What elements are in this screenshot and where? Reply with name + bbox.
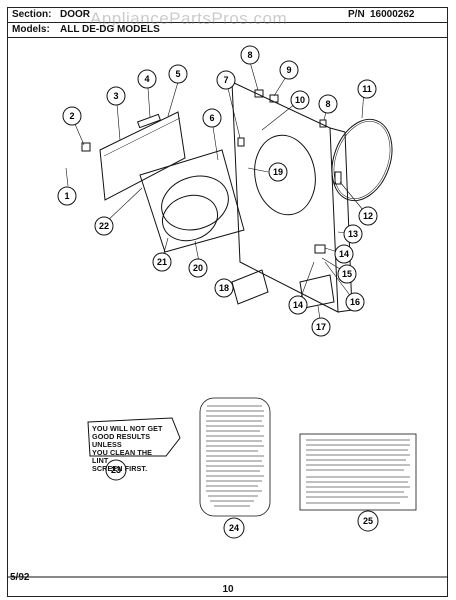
- callout-14-right: 14: [334, 244, 354, 264]
- drum-seal: [331, 118, 393, 202]
- callout-12: 12: [358, 206, 378, 226]
- door-ring: [162, 194, 218, 242]
- svg-text:5: 5: [175, 69, 180, 79]
- svg-text:13: 13: [348, 229, 358, 239]
- callout-19: 19: [268, 162, 288, 182]
- callout-14-bottom: 14: [288, 295, 308, 315]
- callout-5: 5: [168, 64, 188, 84]
- svg-text:14: 14: [339, 249, 349, 259]
- models-header: Models: ALL DE-DG MODELS: [8, 23, 447, 38]
- pn-label: P/N: [348, 9, 365, 20]
- svg-text:14: 14: [293, 300, 303, 310]
- section-header: Section: DOOR P/N 16000262 AppliancePart…: [8, 8, 447, 28]
- latch: [237, 137, 245, 147]
- svg-text:21: 21: [157, 257, 167, 267]
- door-strike: [334, 171, 342, 185]
- callout-11: 11: [357, 79, 377, 99]
- svg-text:22: 22: [99, 221, 109, 231]
- callout-16: 16: [345, 292, 365, 312]
- door-outer-frame: [139, 149, 245, 253]
- lint-warning-line-2: GOOD RESULTS UNLESS: [92, 432, 151, 449]
- models-value: ALL DE-DG MODELS: [60, 24, 160, 35]
- svg-text:23: 23: [111, 465, 121, 475]
- kick-plate: [231, 269, 269, 305]
- svg-text:20: 20: [193, 263, 203, 273]
- screw: [319, 119, 327, 128]
- callout-2: 2: [62, 106, 82, 126]
- lint-warning-line-4: SCREEN FIRST.: [92, 464, 148, 473]
- callout-7: 7: [216, 70, 236, 90]
- callout-10: 10: [290, 90, 310, 110]
- caution-label: [299, 433, 417, 511]
- svg-text:4: 4: [144, 74, 149, 84]
- svg-text:7: 7: [223, 75, 228, 85]
- revision-date: 5/92: [10, 572, 30, 583]
- svg-text:9: 9: [286, 65, 291, 75]
- svg-text:8: 8: [325, 99, 330, 109]
- callout-1: 1: [57, 186, 77, 206]
- callout-17: 17: [311, 317, 331, 337]
- svg-text:19: 19: [273, 167, 283, 177]
- svg-text:16: 16: [350, 297, 360, 307]
- callout-8-right: 8: [318, 94, 338, 114]
- callout-18: 18: [214, 278, 234, 298]
- lint-warning-line-1: YOU WILL NOT GET: [92, 424, 163, 433]
- door-inner-panel: [99, 111, 186, 201]
- svg-text:11: 11: [362, 84, 372, 94]
- instruction-label: [199, 397, 271, 517]
- lint-warning-label: [87, 417, 181, 457]
- svg-text:1: 1: [64, 191, 69, 201]
- callout-23: 23: [105, 459, 127, 481]
- section-label: Section:: [12, 9, 52, 20]
- svg-text:18: 18: [219, 283, 229, 293]
- svg-text:10: 10: [295, 95, 305, 105]
- door-glass: [161, 175, 229, 231]
- pn-value: 16000262: [370, 9, 415, 20]
- svg-text:12: 12: [363, 211, 373, 221]
- lint-warning-line-3: YOU CLEAN THE LINT: [92, 448, 153, 465]
- svg-text:2: 2: [69, 111, 74, 121]
- screw: [254, 89, 264, 98]
- watermark: AppliancePartsPros.com: [90, 9, 288, 28]
- callout-20: 20: [188, 258, 208, 278]
- page-number: 10: [222, 584, 234, 595]
- svg-text:25: 25: [363, 516, 373, 526]
- switch: [314, 244, 326, 254]
- callout-15: 15: [337, 264, 357, 284]
- svg-text:3: 3: [113, 91, 118, 101]
- callout-21: 21: [152, 252, 172, 272]
- callout-8-top: 8: [240, 45, 260, 65]
- callout-25: 25: [357, 510, 379, 532]
- callout-3: 3: [106, 86, 126, 106]
- callout-22: 22: [94, 216, 114, 236]
- callout-4: 4: [137, 69, 157, 89]
- door-handle: [136, 113, 162, 129]
- svg-text:17: 17: [316, 322, 326, 332]
- lint-warning-text: YOU WILL NOT GET GOOD RESULTS UNLESS YOU…: [92, 425, 170, 473]
- screw: [269, 94, 279, 103]
- svg-text:6: 6: [209, 113, 214, 123]
- models-label: Models:: [12, 24, 50, 35]
- callout-9: 9: [279, 60, 299, 80]
- svg-text:8: 8: [247, 50, 252, 60]
- front-panel-opening: [254, 134, 316, 216]
- svg-text:24: 24: [229, 523, 239, 533]
- svg-text:15: 15: [342, 269, 352, 279]
- callout-6: 6: [202, 108, 222, 128]
- front-panel: [231, 81, 339, 313]
- callout-13: 13: [343, 224, 363, 244]
- hinge-pin: [81, 142, 91, 152]
- section-value: DOOR: [60, 9, 90, 20]
- diagram-frame: Section: DOOR P/N 16000262 AppliancePart…: [7, 7, 448, 597]
- callout-24: 24: [223, 517, 245, 539]
